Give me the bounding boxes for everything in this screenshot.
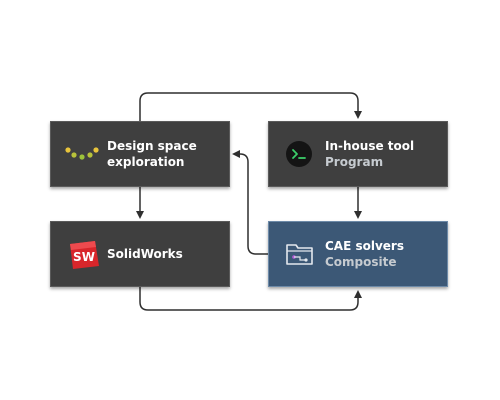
wire-solidworks-to-cae[interactable] xyxy=(139,287,362,311)
node-title: In-house tool xyxy=(325,139,415,153)
dots-arc-icon xyxy=(65,144,99,164)
node-subtitle: Program xyxy=(325,155,384,169)
terminal-icon xyxy=(285,140,313,168)
wire-dse-to-inhouse[interactable] xyxy=(139,92,362,121)
wire-cae-to-dse[interactable] xyxy=(232,150,268,255)
node-title: CAE solvers xyxy=(325,239,404,253)
node-title: Design space xyxy=(107,139,197,153)
node-title: SolidWorks xyxy=(107,247,183,261)
solidworks-logo-text: SW xyxy=(73,250,95,264)
node-design-space-exploration[interactable]: Design space exploration xyxy=(50,121,230,187)
node-in-house-tool[interactable]: In-house tool Program xyxy=(268,121,448,187)
folder-icon xyxy=(285,241,315,267)
node-subtitle: Composite xyxy=(325,255,397,269)
node-title-line2: exploration xyxy=(107,155,185,169)
node-cae-solvers[interactable]: CAE solvers Composite xyxy=(268,221,448,287)
solidworks-logo: SW xyxy=(67,240,101,270)
node-solidworks[interactable]: SW SolidWorks xyxy=(50,221,230,287)
